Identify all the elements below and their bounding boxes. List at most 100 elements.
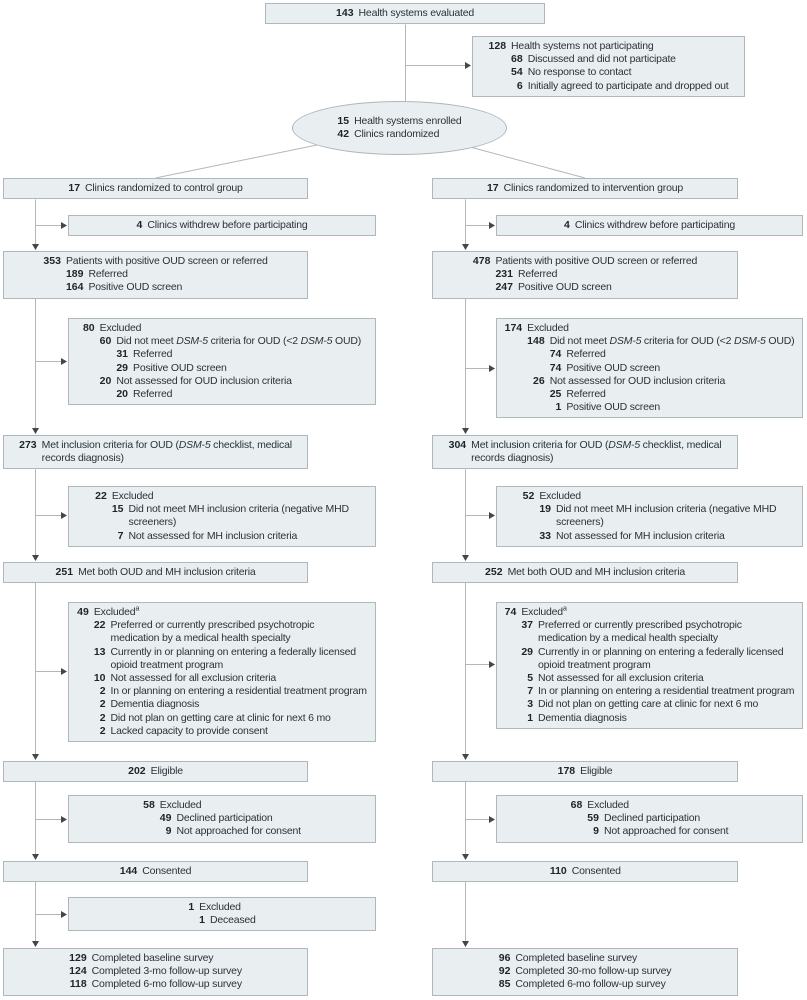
flow-line: 251 Met both OUD and MH inclusion criteri…	[56, 566, 256, 579]
line-text: Patients with positive OUD screen or ref…	[495, 255, 698, 267]
line-count: 29	[116, 361, 129, 374]
line-count: 7	[117, 529, 124, 542]
line-count: 17	[486, 182, 499, 194]
flow-line: 60 Did not meet DSM-5 criteria for OUD (<…	[83, 335, 362, 348]
line-count: 59	[587, 812, 599, 825]
line-count: 15	[111, 503, 124, 516]
line-count: 25	[549, 388, 562, 401]
line-count: 2	[99, 685, 106, 698]
line-text: Excluded	[199, 901, 241, 913]
line-text: Not assessed for OUD inclusion criteria	[549, 374, 726, 387]
line-text: Clinics withdrew before participating	[147, 219, 308, 231]
line-enrolled-to-intervention	[471, 147, 586, 179]
line-text: Clinics randomized to control group	[85, 182, 243, 194]
line-text: Dementia diagnosis	[110, 698, 200, 711]
line-text: Excluded	[587, 799, 629, 811]
line-count: 13	[93, 645, 106, 658]
line-count: 174	[504, 322, 523, 334]
line-text: No response to contact	[527, 66, 632, 79]
line-text: Currently in or planning on entering a f…	[538, 645, 784, 671]
line-count: 304	[448, 439, 467, 451]
flow-line: 1 Excluded	[188, 901, 255, 914]
line-count: 478	[472, 255, 491, 267]
line-count: 231	[495, 268, 513, 281]
line-text: Currently in or planning on entering a f…	[110, 645, 357, 671]
line-count: 118	[69, 978, 87, 991]
line-count: 60	[99, 335, 112, 348]
line-text: Eligible	[580, 765, 613, 777]
line-text: Excluded	[539, 490, 581, 502]
line-text: Positive OUD screen	[88, 281, 183, 294]
line-count: 1	[188, 901, 195, 913]
line-count: 80	[82, 322, 95, 334]
line-text: Positive OUD screen	[566, 401, 661, 414]
line-text: Referred	[566, 348, 606, 361]
line-text: Did not meet DSM-5 criteria for OUD (<2 …	[116, 335, 362, 348]
line-text: Met both OUD and MH inclusion criteria	[78, 566, 256, 578]
line-text: Completed 30-mo follow-up survey	[515, 965, 672, 978]
line-count: 20	[99, 374, 112, 387]
line-text: Not assessed for MH inclusion criteria	[556, 529, 725, 542]
flow-line: 54 No response to contact	[489, 66, 729, 79]
line-count: 54	[511, 66, 523, 79]
line-count: 68	[511, 53, 523, 66]
line-count: 144	[119, 865, 138, 877]
line-text: Patients with positive OUD screen or ref…	[65, 255, 268, 267]
line-text: Preferred or currently prescribed psycho…	[538, 619, 742, 645]
line-count: 15	[337, 114, 350, 127]
line-count: 19	[539, 503, 552, 516]
line-text: Health systems evaluated	[358, 7, 475, 19]
line-text: Positive OUD screen	[566, 361, 661, 374]
line-count: 9	[165, 825, 172, 838]
line-count: 20	[116, 388, 129, 401]
line-count: 251	[55, 566, 74, 578]
line-count: 22	[93, 619, 106, 632]
line-count: 1	[199, 914, 205, 927]
line-count: 2	[99, 711, 106, 724]
line-text: Completed 6-mo follow-up survey	[515, 978, 666, 991]
line-count: 128	[488, 40, 507, 52]
line-count: 10	[93, 672, 106, 685]
